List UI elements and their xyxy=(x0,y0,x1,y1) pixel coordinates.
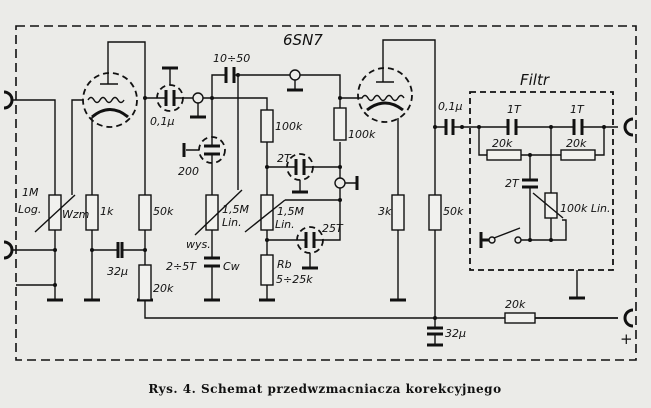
polarity-plus: + xyxy=(620,330,633,348)
capacitor-25t xyxy=(304,232,316,248)
label: 2÷5T xyxy=(166,260,197,273)
resistor-100k-b xyxy=(333,107,347,141)
input-jack-2 xyxy=(3,240,14,260)
label: 3k xyxy=(378,205,392,218)
label: 20k xyxy=(492,137,513,150)
capacitor-2t-f xyxy=(522,178,538,189)
label: 1T xyxy=(507,103,522,116)
tube-type-label: 6SN7 xyxy=(283,31,323,49)
shield-terminal xyxy=(192,92,204,104)
capacitor-32u-b xyxy=(427,326,443,336)
filter-title: Filtr xyxy=(520,71,550,89)
tube-1 xyxy=(82,72,138,128)
capacitor-2t xyxy=(294,159,306,175)
capacitor-1t-a xyxy=(506,119,518,135)
label: 2T xyxy=(277,152,292,165)
label: 20k xyxy=(153,282,174,295)
resistor-20k-f1 xyxy=(486,149,522,161)
pot-100k xyxy=(544,192,558,219)
label: 0,1µ xyxy=(150,115,175,128)
resistor-rb xyxy=(260,254,274,286)
capacitor-0-1u-b xyxy=(444,119,455,135)
supply-jack xyxy=(623,308,634,328)
label: 100k xyxy=(348,128,376,141)
tube-2 xyxy=(357,67,413,123)
capacitor-1t-b xyxy=(572,119,584,135)
label: Cw xyxy=(223,260,240,273)
label: 20k xyxy=(566,137,587,150)
label: Wzm xyxy=(62,208,89,221)
label: 2T xyxy=(505,177,520,190)
capacitor-10-50 xyxy=(224,67,236,83)
label: 50k xyxy=(443,205,464,218)
label: 50k xyxy=(153,205,174,218)
label: Lin. xyxy=(275,218,295,231)
pot-1-5m-treble xyxy=(205,194,219,231)
resistor-3k xyxy=(391,194,405,231)
label: 0,1µ xyxy=(438,100,463,113)
capacitor-cw xyxy=(204,256,220,302)
resistor-50k xyxy=(138,194,152,231)
pot-1-5m-bass xyxy=(260,194,274,231)
input-jack-1 xyxy=(3,90,14,110)
label: 32µ xyxy=(107,265,128,278)
label: 1k xyxy=(100,205,114,218)
capacitor-200 xyxy=(204,144,220,156)
enclosure-border xyxy=(15,25,637,361)
label: 20k xyxy=(505,298,526,311)
label: Log. xyxy=(18,203,41,216)
resistor-1k xyxy=(85,194,99,231)
resistor-50k-b xyxy=(428,194,442,231)
pot-arrow xyxy=(34,194,76,233)
label: Lin. xyxy=(222,216,242,229)
label: Rb xyxy=(277,258,292,271)
resistor-20k-b xyxy=(504,312,536,324)
label: 10÷50 xyxy=(213,52,250,65)
label: 1,5M xyxy=(222,203,249,216)
resistor-20k-f2 xyxy=(560,149,596,161)
label: 100k xyxy=(275,120,303,133)
filter-switch xyxy=(493,227,521,239)
output-jack xyxy=(623,117,634,137)
label: 200 xyxy=(178,165,199,178)
filter-box xyxy=(469,91,614,271)
label: 25T xyxy=(322,222,344,235)
label: wys. xyxy=(186,238,211,251)
label: 5÷25k xyxy=(276,273,313,286)
figure-caption: Rys. 4. Schemat przedwzmacniacza korekcy… xyxy=(148,382,501,396)
capacitor-0-1u xyxy=(164,90,176,106)
resistor-20k xyxy=(138,264,152,301)
pot-1m xyxy=(48,194,62,231)
capacitor-32u xyxy=(116,242,124,258)
label: 1M xyxy=(22,186,39,199)
label: 1,5M xyxy=(277,205,304,218)
resistor-100k-a xyxy=(260,109,274,143)
label: 1T xyxy=(570,103,585,116)
label: 100k Lin. xyxy=(560,202,611,215)
label: 32µ xyxy=(445,327,466,340)
